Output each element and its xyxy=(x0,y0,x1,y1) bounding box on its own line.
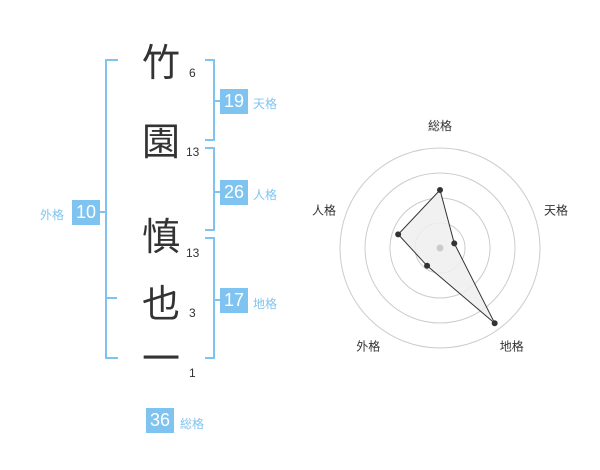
jinkaku-label: 人格 xyxy=(253,188,278,202)
gaikaku-bracket xyxy=(105,59,118,359)
tenkaku-bracket xyxy=(205,59,215,141)
radar-ring-3 xyxy=(364,172,516,324)
tenkaku-label: 天格 xyxy=(253,97,278,111)
chikaku-label: 地格 xyxy=(253,297,278,311)
radar-axis-label-5: 人格 xyxy=(312,202,336,217)
radar-point-1 xyxy=(437,187,443,193)
stroke-count-5: 1 xyxy=(189,366,196,380)
radar-polygon xyxy=(397,189,496,324)
radar-points xyxy=(395,187,498,327)
name-char-1: 竹 xyxy=(141,41,180,85)
radar-ring-4 xyxy=(339,147,541,349)
stroke-count-3: 13 xyxy=(186,246,200,260)
tenkaku-value: 19 xyxy=(220,89,248,114)
soukaku-value: 36 xyxy=(146,408,174,433)
stroke-count-2: 13 xyxy=(186,145,200,159)
radar-point-2 xyxy=(451,240,458,247)
radar-axis-label-1: 総格 xyxy=(428,118,452,133)
stroke-count-1: 6 xyxy=(189,66,196,80)
soukaku-label: 総格 xyxy=(180,417,205,431)
radar-point-5 xyxy=(395,231,402,238)
name-char-2: 園 xyxy=(141,120,180,164)
name-char-3: 慎 xyxy=(141,215,180,259)
name-char-5: 一 xyxy=(141,337,180,381)
radar-point-3 xyxy=(491,320,498,327)
radar-axis-label-2: 天格 xyxy=(544,202,568,217)
chikaku-value: 17 xyxy=(220,288,248,313)
chikaku-bracket xyxy=(205,237,215,359)
radar-center xyxy=(436,244,444,252)
stroke-count-4: 3 xyxy=(189,306,196,320)
radar-axis-label-3: 地格 xyxy=(500,339,524,354)
jinkaku-bracket xyxy=(205,147,215,231)
name-char-4: 也 xyxy=(141,282,180,326)
gaikaku-value: 10 xyxy=(72,200,100,225)
radar-axis-label-4: 外格 xyxy=(356,339,380,354)
jinkaku-value: 26 xyxy=(220,180,248,205)
gaikaku-label: 外格 xyxy=(40,208,65,222)
radar-point-4 xyxy=(424,262,431,269)
